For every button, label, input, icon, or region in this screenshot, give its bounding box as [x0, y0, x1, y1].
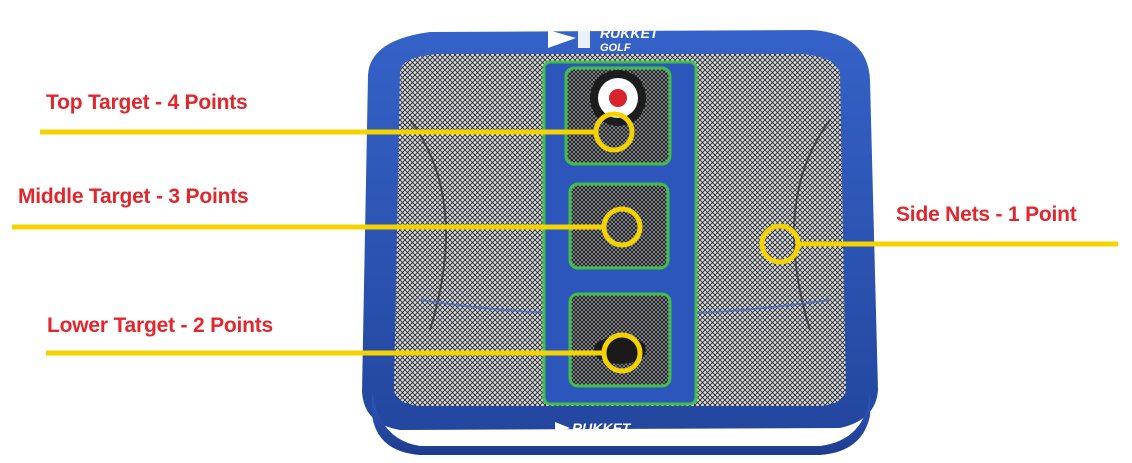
top-brand-logo: RUKKET GOLF	[548, 25, 660, 54]
top-logo-subtext: GOLF	[600, 42, 631, 54]
callout-lower	[46, 332, 643, 374]
side-nets-label: Side Nets - 1 Point	[896, 203, 1077, 226]
bottom-logo-text: RUKKET	[572, 420, 632, 436]
bottom-brand-logo: RUKKET	[555, 420, 632, 436]
middle-target-label: Middle Target - 3 Points	[18, 185, 249, 208]
callout-side	[759, 223, 1118, 265]
lower-target-label: Lower Target - 2 Points	[47, 314, 274, 337]
callout-middle	[12, 206, 643, 248]
top-target-label: Top Target - 4 Points	[46, 91, 248, 114]
callout-top	[40, 111, 635, 153]
top-logo-text: RUKKET	[600, 25, 660, 41]
net-base	[372, 392, 870, 455]
